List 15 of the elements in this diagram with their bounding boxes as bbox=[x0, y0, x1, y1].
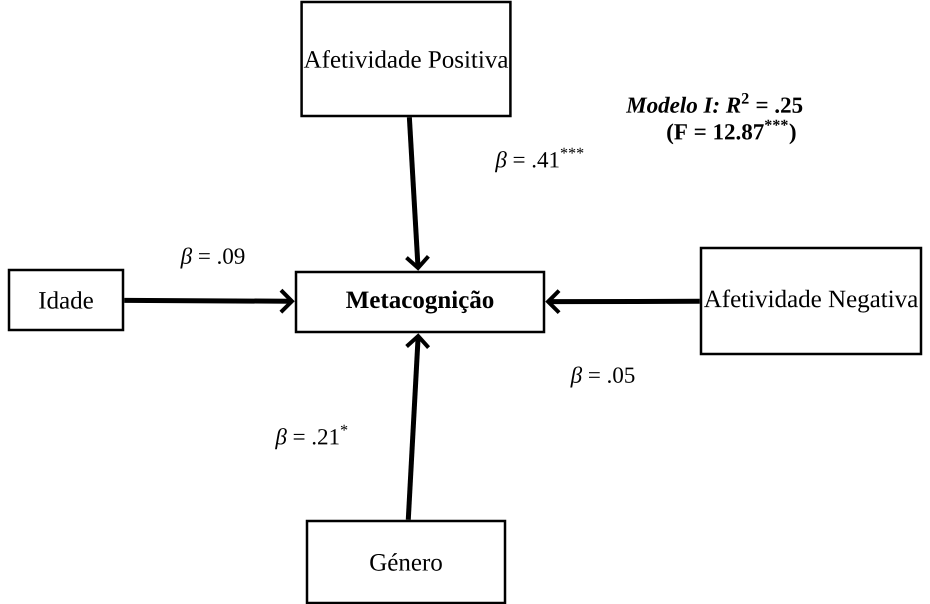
arrow bbox=[124, 288, 295, 314]
model-note: Modelo I: R$^{2}$ = .25 bbox=[626, 92, 802, 113]
edge-label: β = .05 bbox=[570, 365, 636, 389]
model-note: (F = 12.87$^{***}$) bbox=[667, 120, 796, 144]
arrow bbox=[405, 117, 430, 271]
edge-label: β = .21$^{*}$ bbox=[274, 424, 350, 450]
box: Género bbox=[306, 520, 506, 604]
edge-label: β = .41$^{***}$ bbox=[494, 146, 586, 174]
box: Afetividade Negativa bbox=[700, 246, 922, 356]
arrow bbox=[405, 333, 430, 520]
box: Idade bbox=[8, 268, 124, 332]
box: Metacognição bbox=[294, 270, 546, 334]
arrow bbox=[545, 289, 700, 314]
edge-label: β = .09 bbox=[180, 246, 246, 270]
box: Afetividade Positiva bbox=[300, 0, 512, 118]
